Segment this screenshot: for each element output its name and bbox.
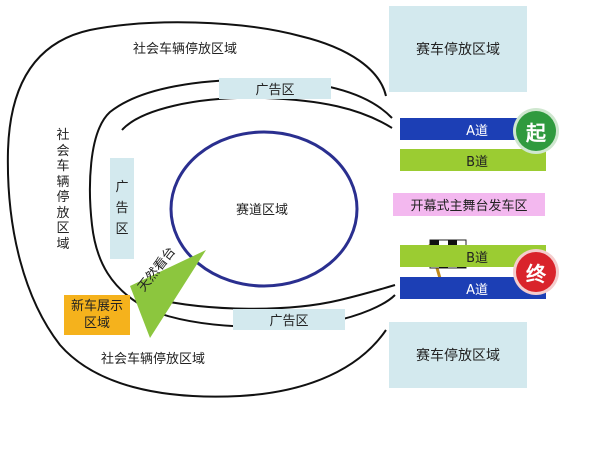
social-parking-bottom-label: 社会车辆停放区域 xyxy=(101,352,206,367)
finish-badge-label: 终 xyxy=(526,261,546,286)
inner-track-line-2 xyxy=(121,96,393,131)
race-track-oval xyxy=(169,130,359,288)
lane-b-top-label: B道 xyxy=(466,154,488,170)
start-badge-label: 起 xyxy=(526,120,546,145)
lane-a-top-label: A道 xyxy=(466,123,488,139)
lane-b-top: B道 xyxy=(400,149,546,171)
social-parking-top-label: 社会车辆停放区域 xyxy=(133,42,238,57)
race-parking-top: 赛车停放区域 xyxy=(389,6,527,92)
ad-area-top-label: 广告区 xyxy=(255,83,295,98)
inner-track-line-3 xyxy=(149,284,396,310)
stage-label: 开幕式主舞台发车区 xyxy=(410,199,528,214)
outer-boundary-line xyxy=(6,21,387,398)
stage-area: 开幕式主舞台发车区 xyxy=(393,193,545,216)
race-parking-bottom-label: 赛车停放区域 xyxy=(416,348,500,364)
ad-area-left-label: 广告区 xyxy=(115,180,129,237)
lane-b-bottom-label: B道 xyxy=(466,250,488,266)
race-area-label: 赛道区域 xyxy=(236,203,289,218)
race-parking-bottom: 赛车停放区域 xyxy=(389,322,527,388)
ad-area-left: 广告区 xyxy=(110,158,134,259)
natural-stand-triangle xyxy=(130,250,206,338)
lane-b-bottom: B道 xyxy=(400,245,546,267)
new-car-showroom: 新车展示区域 xyxy=(64,295,130,335)
ad-area-bottom-label: 广告区 xyxy=(269,314,309,329)
race-parking-top-label: 赛车停放区域 xyxy=(416,42,500,58)
ad-area-top: 广告区 xyxy=(219,78,331,99)
finish-badge: 终 xyxy=(516,252,556,292)
social-parking-left-label: 社会车辆停放区域 xyxy=(56,128,70,252)
lane-a-bottom: A道 xyxy=(400,277,546,299)
ad-area-bottom: 广告区 xyxy=(233,309,345,330)
start-badge: 起 xyxy=(516,111,556,151)
lane-a-bottom-label: A道 xyxy=(466,282,488,298)
lane-a-top: A道 xyxy=(400,118,546,140)
showroom-label: 新车展示区域 xyxy=(71,299,124,331)
